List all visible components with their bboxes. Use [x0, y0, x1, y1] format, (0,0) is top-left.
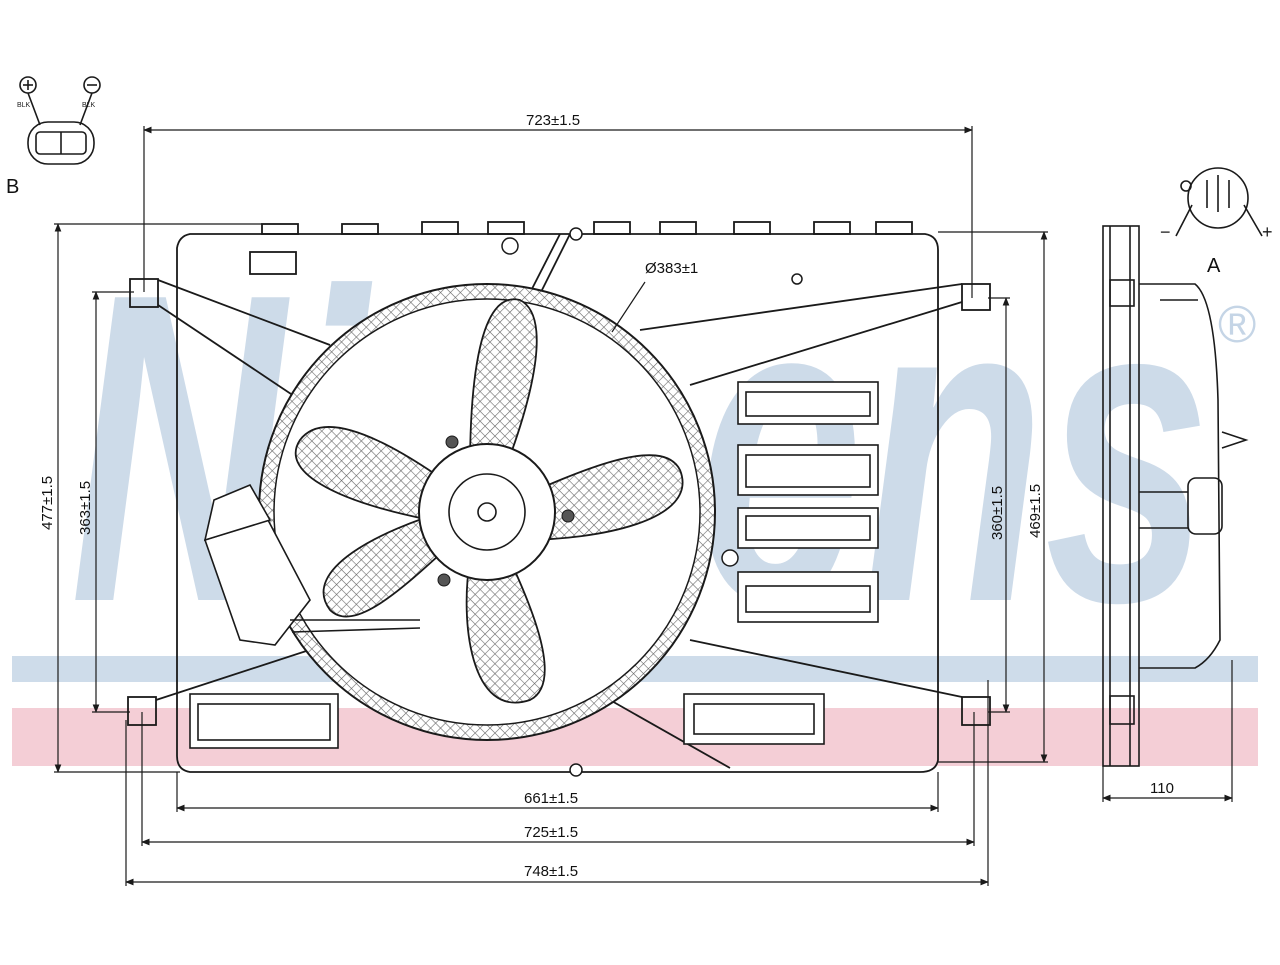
- motor-connector-icon: [1175, 167, 1263, 237]
- connector-neg-wire: BLK: [82, 102, 96, 109]
- screw-icon: [437, 573, 451, 587]
- grille-slots: [189, 381, 879, 749]
- dim-depth: 110: [1150, 780, 1174, 797]
- screw-icon: [561, 509, 575, 523]
- minus-circle-icon: [83, 76, 101, 94]
- dim-top-width: 723±1.5: [526, 112, 580, 129]
- connector-b: [19, 76, 101, 165]
- dim-left-outer-height: 477±1.5: [39, 476, 56, 530]
- dim-bottom-748: 748±1.5: [524, 863, 578, 880]
- dim-right-inner-height: 360±1.5: [989, 486, 1006, 540]
- fan: [258, 283, 716, 741]
- connector-label: B: [6, 176, 19, 198]
- motor-neg-label: −: [1160, 222, 1171, 242]
- dim-bottom-661: 661±1.5: [524, 790, 578, 807]
- dim-fan-diameter: Ø383±1: [645, 260, 698, 277]
- screw-icon: [501, 227, 803, 777]
- connector-pos-symbol: +: [2, 79, 3, 81]
- connector-pos-wire: BLK: [17, 102, 31, 109]
- watermark-registered: ®: [1218, 296, 1256, 354]
- side-view: [1102, 225, 1249, 767]
- dim-right-outer-height: 469±1.5: [1027, 484, 1044, 538]
- motor-pos-label: +: [1262, 222, 1273, 242]
- plus-circle-icon: [19, 76, 37, 94]
- control-module: [203, 483, 421, 646]
- motor-connector-label: A: [1207, 255, 1221, 277]
- connector-plug-icon: [27, 121, 95, 165]
- dimension-lines: [54, 126, 1233, 886]
- screw-icon: [445, 435, 459, 449]
- dim-bottom-725: 725±1.5: [524, 824, 578, 841]
- dim-left-inner-height: 363±1.5: [77, 481, 94, 535]
- hub-center: [477, 502, 497, 522]
